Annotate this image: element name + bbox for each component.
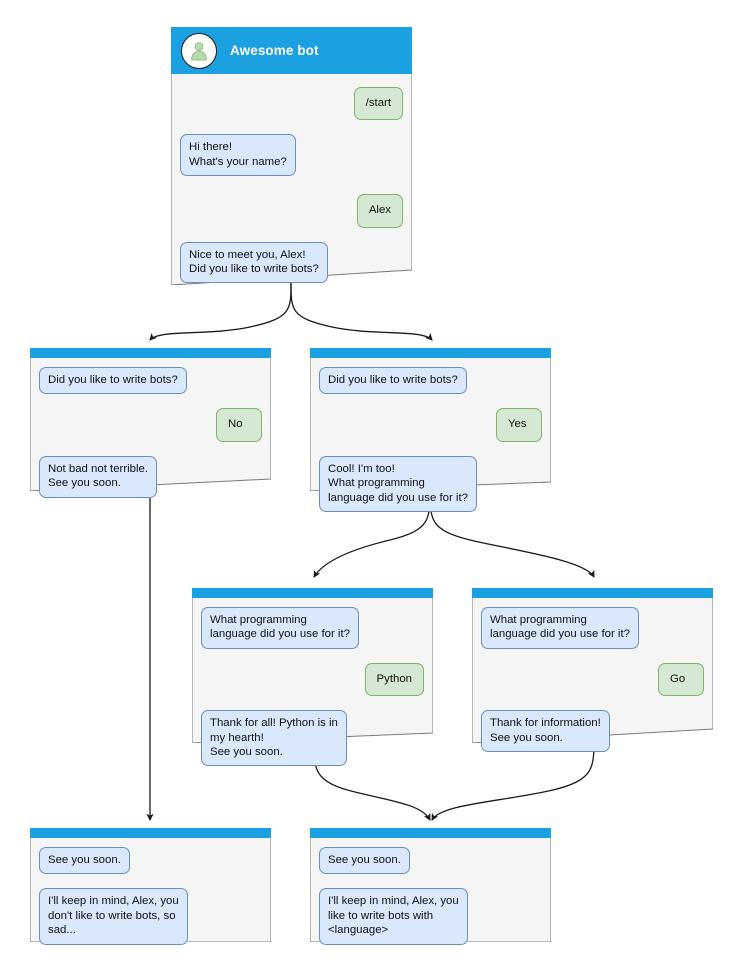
message-row: I'll keep in mind, Alex, you don't like … bbox=[39, 888, 262, 945]
message-row: Go bbox=[481, 662, 704, 697]
chat-transcript: See you soon. I'll keep in mind, Alex, y… bbox=[310, 838, 551, 955]
user-message-bubble[interactable]: Alex bbox=[356, 194, 403, 228]
bot-message-bubble[interactable]: Did you like to write bots? bbox=[319, 367, 467, 395]
end-yes-node[interactable]: See you soon. I'll keep in mind, Alex, y… bbox=[310, 828, 551, 945]
message-row: See you soon. bbox=[39, 847, 262, 875]
person-icon bbox=[181, 32, 217, 69]
user-message-bubble[interactable]: /start bbox=[353, 87, 403, 121]
bot-message-bubble[interactable]: Cool! I'm too! What programming language… bbox=[319, 455, 477, 513]
bot-message-bubble[interactable]: Not bad not terrible. See you soon. bbox=[39, 455, 158, 498]
answer-yes-node[interactable]: Did you like to write bots? Yes Cool! I'… bbox=[310, 348, 551, 513]
message-row: Cool! I'm too! What programming language… bbox=[319, 455, 542, 513]
chat-transcript: See you soon. I'll keep in mind, Alex, y… bbox=[30, 838, 271, 955]
bot-message-bubble[interactable]: Thank for all! Python is in my hearth! S… bbox=[201, 710, 347, 767]
bot-header-bar: Awesome bot bbox=[171, 27, 412, 74]
message-row: Yes bbox=[319, 408, 542, 442]
bot-name-label: Awesome bot bbox=[230, 43, 319, 58]
message-row: Thank for all! Python is in my hearth! S… bbox=[201, 710, 424, 767]
message-row: Did you like to write bots? bbox=[39, 367, 262, 395]
node-header-bar bbox=[192, 588, 433, 598]
message-row: Python bbox=[201, 662, 424, 697]
chat-transcript: What programming language did you use fo… bbox=[472, 598, 713, 762]
message-row: Not bad not terrible. See you soon. bbox=[39, 455, 262, 498]
bot-message-bubble[interactable]: What programming language did you use fo… bbox=[481, 607, 639, 649]
user-message-bubble[interactable]: No bbox=[216, 408, 262, 442]
message-row: Thank for information! See you soon. bbox=[481, 710, 704, 753]
answer-python-node[interactable]: What programming language did you use fo… bbox=[192, 588, 433, 767]
message-row: What programming language did you use fo… bbox=[201, 607, 424, 649]
bot-message-bubble[interactable]: Did you like to write bots? bbox=[39, 367, 187, 395]
chat-transcript: What programming language did you use fo… bbox=[192, 598, 433, 776]
node-header-bar bbox=[310, 348, 551, 358]
end-no-node[interactable]: See you soon. I'll keep in mind, Alex, y… bbox=[30, 828, 271, 945]
bot-message-bubble[interactable]: Hi there! What's your name? bbox=[180, 134, 296, 177]
message-row: No bbox=[39, 408, 262, 442]
user-message-bubble[interactable]: Yes bbox=[496, 408, 542, 442]
answer-go-node[interactable]: What programming language did you use fo… bbox=[472, 588, 713, 753]
chat-transcript: /start Hi there! What's your name? Alex … bbox=[171, 74, 412, 293]
bot-message-bubble[interactable]: What programming language did you use fo… bbox=[201, 607, 359, 649]
message-row: Hi there! What's your name? bbox=[180, 134, 403, 177]
message-row: Alex bbox=[180, 194, 403, 228]
person-glyph bbox=[191, 41, 207, 60]
node-header-bar bbox=[30, 348, 271, 358]
message-row: Did you like to write bots? bbox=[319, 367, 542, 395]
bot-message-bubble[interactable]: Thank for information! See you soon. bbox=[481, 710, 610, 753]
chat-transcript: Did you like to write bots? Yes Cool! I'… bbox=[310, 358, 551, 522]
message-row: What programming language did you use fo… bbox=[481, 607, 704, 649]
node-header-bar bbox=[30, 828, 271, 838]
bot-message-bubble[interactable]: I'll keep in mind, Alex, you like to wri… bbox=[319, 888, 468, 945]
bot-message-bubble[interactable]: I'll keep in mind, Alex, you don't like … bbox=[39, 888, 188, 945]
bot-message-bubble[interactable]: See you soon. bbox=[319, 847, 410, 875]
start-conversation-node[interactable]: Awesome bot /start Hi there! What's your… bbox=[171, 27, 412, 285]
message-row: I'll keep in mind, Alex, you like to wri… bbox=[319, 888, 542, 945]
message-row: See you soon. bbox=[319, 847, 542, 875]
node-header-bar bbox=[472, 588, 713, 598]
bot-message-bubble[interactable]: Nice to meet you, Alex! Did you like to … bbox=[180, 241, 328, 284]
user-message-bubble[interactable]: Python bbox=[364, 662, 424, 697]
message-row: Nice to meet you, Alex! Did you like to … bbox=[180, 241, 403, 284]
chat-transcript: Did you like to write bots? No Not bad n… bbox=[30, 358, 271, 508]
message-row: /start bbox=[180, 87, 403, 121]
bot-message-bubble[interactable]: See you soon. bbox=[39, 847, 130, 875]
user-message-bubble[interactable]: Go bbox=[658, 662, 704, 697]
node-header-bar bbox=[310, 828, 551, 838]
answer-no-node[interactable]: Did you like to write bots? No Not bad n… bbox=[30, 348, 271, 498]
